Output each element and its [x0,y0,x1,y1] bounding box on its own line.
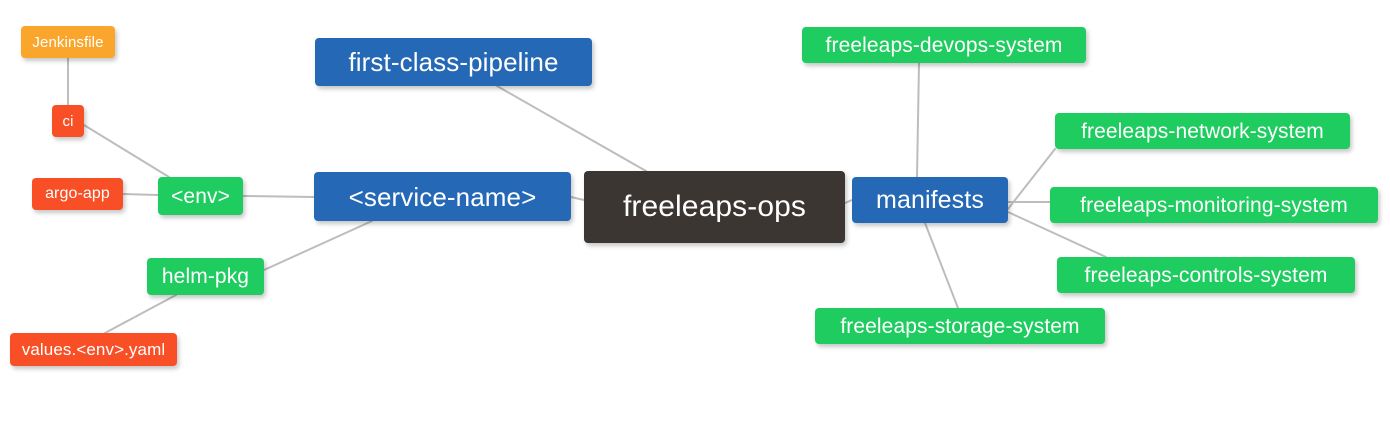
node-ci[interactable]: ci [52,105,84,137]
edge-env-to-ci [83,124,170,178]
edge-freeleaps-ops-to-first-class-pipeline [496,85,647,172]
node-label-helm-pkg: helm-pkg [161,265,250,288]
edge-freeleaps-ops-to-service-name [570,196,585,201]
edge-service-name-to-helm-pkg [263,220,373,271]
node-helm-pkg[interactable]: helm-pkg [147,258,264,295]
node-label-freeleaps-network-system: freeleaps-network-system [1081,119,1324,143]
node-first-class-pipeline[interactable]: first-class-pipeline [315,38,592,86]
node-manifests[interactable]: manifests [852,177,1008,223]
node-label-freeleaps-devops-system: freeleaps-devops-system [825,33,1063,57]
edge-freeleaps-ops-to-manifests [844,199,853,204]
node-freeleaps-devops-system[interactable]: freeleaps-devops-system [802,27,1086,63]
node-values-env-yaml[interactable]: values.<env>.yaml [10,333,177,366]
node-freeleaps-network-system[interactable]: freeleaps-network-system [1055,113,1350,149]
node-label-env: <env> [171,184,230,208]
edge-helm-pkg-to-values-env-yaml [104,294,177,334]
node-freeleaps-monitoring-system[interactable]: freeleaps-monitoring-system [1050,187,1378,223]
node-label-freeleaps-ops: freeleaps-ops [622,190,807,223]
node-freeleaps-storage-system[interactable]: freeleaps-storage-system [815,308,1105,344]
node-label-service-name: <service-name> [348,181,537,212]
node-argo-app[interactable]: argo-app [32,178,123,210]
node-label-freeleaps-monitoring-system: freeleaps-monitoring-system [1080,193,1348,217]
edge-env-to-argo-app [122,193,159,196]
edge-manifests-to-freeleaps-devops-system [916,62,920,178]
node-label-freeleaps-controls-system: freeleaps-controls-system [1084,263,1328,287]
node-jenkinsfile[interactable]: Jenkinsfile [21,26,115,58]
node-label-manifests: manifests [876,185,984,214]
node-freeleaps-ops[interactable]: freeleaps-ops [584,171,845,243]
node-freeleaps-controls-system[interactable]: freeleaps-controls-system [1057,257,1355,293]
edge-manifests-to-freeleaps-storage-system [924,222,959,309]
node-label-freeleaps-storage-system: freeleaps-storage-system [840,314,1080,338]
node-env[interactable]: <env> [158,177,243,215]
node-label-argo-app: argo-app [45,185,110,202]
edge-manifests-to-freeleaps-network-system [1007,148,1056,210]
node-label-values-env-yaml: values.<env>.yaml [21,340,166,359]
edge-service-name-to-env [242,195,315,198]
node-service-name[interactable]: <service-name> [314,172,571,221]
node-label-ci: ci [62,112,74,130]
node-label-jenkinsfile: Jenkinsfile [32,33,104,51]
node-label-first-class-pipeline: first-class-pipeline [348,47,559,77]
